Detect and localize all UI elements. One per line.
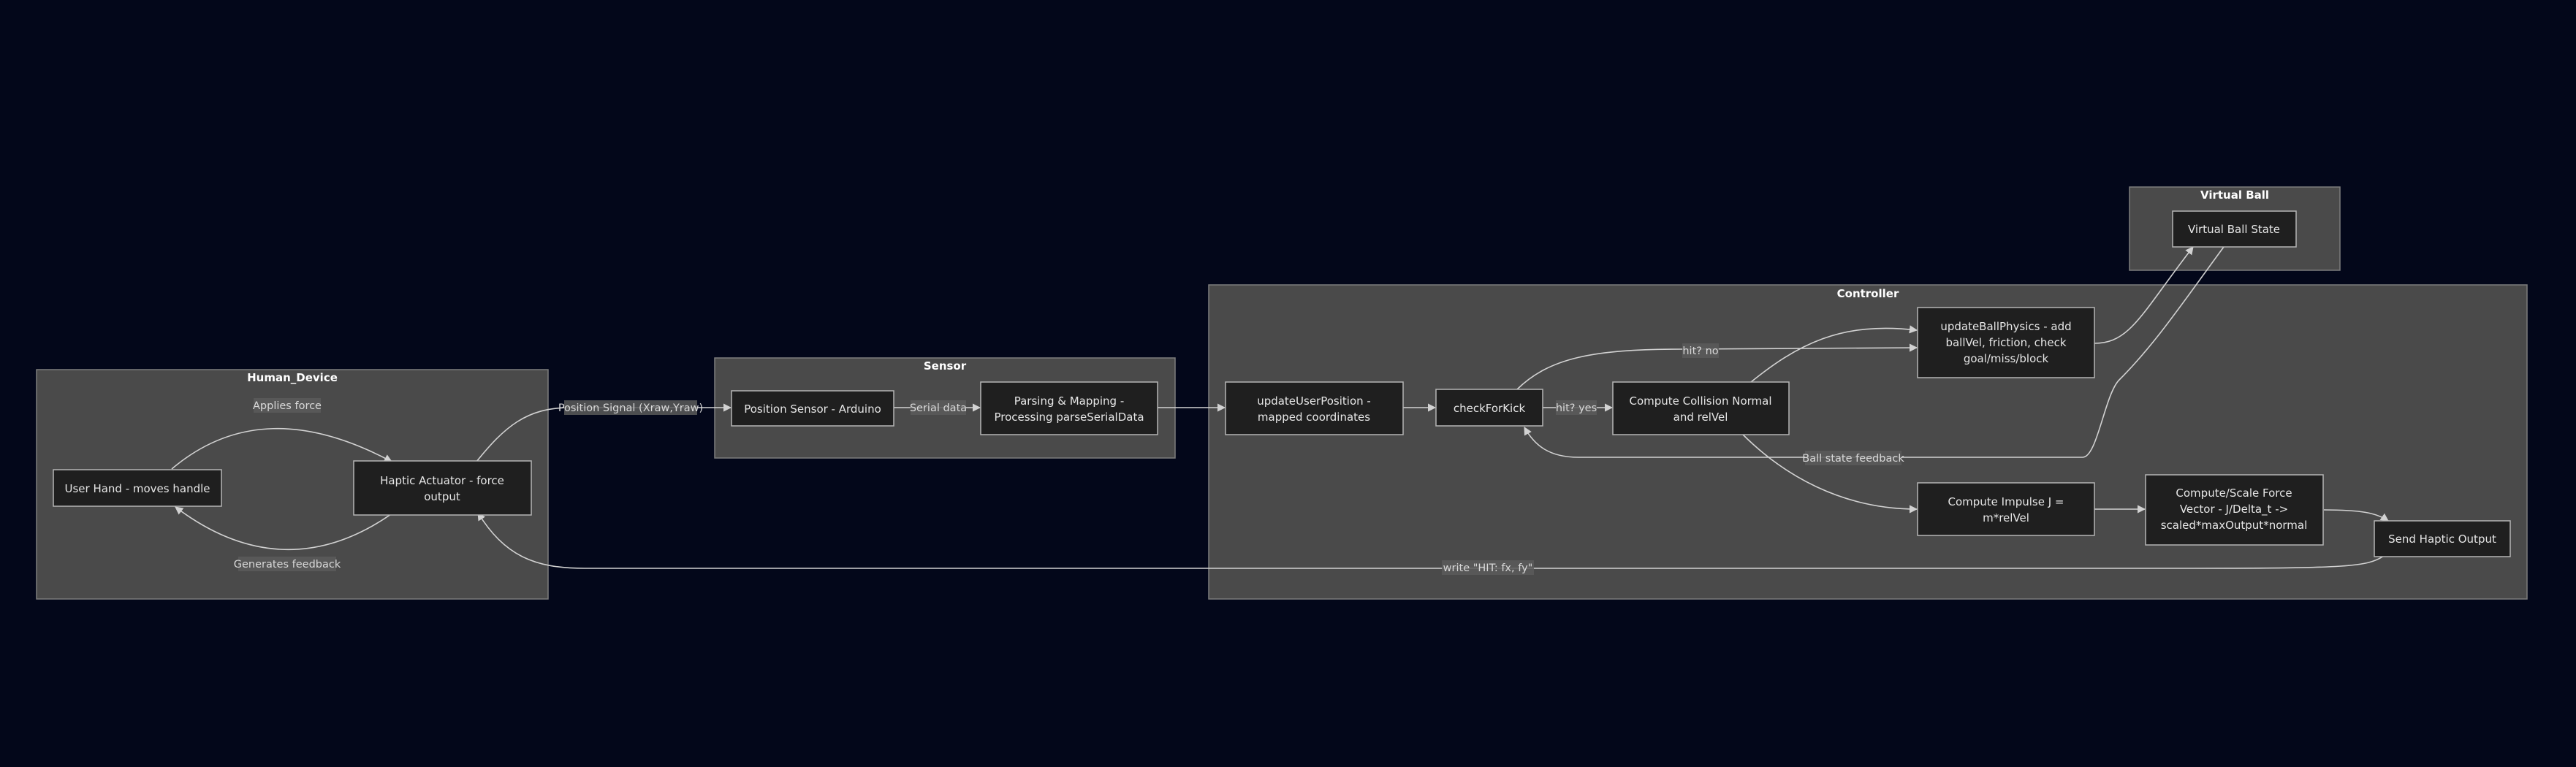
edge-label-position-signal: Position Signal (Xraw,Yraw): [558, 402, 703, 414]
node-send-haptic-output[interactable]: Send Haptic Output: [2374, 520, 2511, 557]
edge-force-to-send: [2323, 509, 2389, 522]
node-compute-scale-force[interactable]: Compute/Scale Force Vector - J/Delta_t -…: [2145, 474, 2324, 546]
node-update-ball-physics-line-3: goal/miss/block: [1964, 352, 2049, 365]
node-virtual-ball-state[interactable]: Virtual Ball State: [2172, 210, 2297, 248]
edge-label-serial-data: Serial data: [910, 402, 967, 414]
edge-hit-no: [1516, 343, 1918, 390]
edge-label-generates-feedback: Generates feedback: [234, 559, 341, 571]
edge-label-ball-state-feedback: Ball state feedback: [1802, 453, 1904, 465]
edge-label-hit-yes: hit? yes: [1556, 402, 1597, 414]
node-position-sensor-line-1: Position Sensor - Arduino: [744, 402, 881, 416]
node-compute-collision-line-2: and relVel: [1673, 411, 1728, 424]
node-compute-impulse-line-1: Compute Impulse J =: [1948, 495, 2064, 508]
node-check-for-kick-line-1: checkForKick: [1454, 402, 1526, 415]
node-haptic-actuator[interactable]: Haptic Actuator - force output: [353, 460, 532, 516]
node-compute-scale-force-line-3: scaled*maxOutput*normal: [2161, 519, 2308, 532]
node-parsing-mapping-line-1: Parsing & Mapping -: [1014, 394, 1125, 408]
edge-collision-to-physics: [1746, 325, 1918, 386]
node-virtual-ball-state-line-1: Virtual Ball State: [2188, 223, 2280, 236]
node-parsing-mapping-line-2: Processing parseSerialData: [994, 411, 1144, 424]
node-update-user-position-line-1: updateUserPosition -: [1257, 394, 1371, 408]
node-update-user-position-line-2: mapped coordinates: [1258, 411, 1370, 424]
edge-position-signal: [476, 403, 732, 462]
node-update-ball-physics[interactable]: updateBallPhysics - add ballVel, frictio…: [1917, 307, 2095, 378]
edge-write-hit: [477, 512, 2385, 569]
node-update-ball-physics-line-2: ballVel, friction, check: [1945, 336, 2066, 349]
edge-applies-force: [171, 427, 392, 470]
node-compute-impulse[interactable]: Compute Impulse J = m*relVel: [1917, 482, 2095, 536]
edge-ball-state-feedback: [1524, 246, 2224, 458]
node-compute-scale-force-line-1: Compute/Scale Force: [2176, 486, 2292, 500]
node-send-haptic-output-line-1: Send Haptic Output: [2388, 533, 2496, 546]
edge-generates-feedback: [175, 506, 392, 551]
node-user-hand-line-1: User Hand - moves handle: [64, 482, 210, 495]
edge-physics-to-ball: [2094, 246, 2194, 344]
node-haptic-actuator-line-2: output: [424, 490, 460, 503]
cluster-title-controller: Controller: [1837, 287, 1899, 300]
node-compute-scale-force-line-2: Vector - J/Delta_t ->: [2180, 503, 2288, 516]
edge-label-write-hit: write "HIT: fx, fy": [1443, 562, 1533, 574]
cluster-controller: Controller: [1208, 284, 2528, 600]
node-position-sensor[interactable]: Position Sensor - Arduino: [731, 390, 894, 427]
cluster-title-sensor: Sensor: [924, 359, 967, 373]
edge-label-hit-no: hit? no: [1682, 346, 1718, 357]
node-compute-collision[interactable]: Compute Collision Normal and relVel: [1612, 381, 1790, 435]
cluster-title-virtual-ball: Virtual Ball: [2200, 188, 2269, 202]
node-compute-collision-line-1: Compute Collision Normal: [1629, 394, 1771, 408]
node-user-hand[interactable]: User Hand - moves handle: [53, 469, 222, 507]
cluster-title-human-device: Human_Device: [247, 371, 338, 384]
node-update-user-position[interactable]: updateUserPosition - mapped coordinates: [1225, 381, 1404, 435]
edge-label-applies-force: Applies force: [253, 400, 322, 412]
node-compute-impulse-line-2: m*relVel: [1983, 511, 2029, 524]
node-update-ball-physics-line-1: updateBallPhysics - add: [1940, 320, 2071, 333]
edge-collision-to-impulse: [1741, 433, 1918, 514]
node-haptic-actuator-line-1: Haptic Actuator - force: [380, 474, 504, 487]
edge-labels: Applies force Generates feedback Positio…: [234, 343, 1904, 575]
node-parsing-mapping[interactable]: Parsing & Mapping - Processing parseSeri…: [980, 381, 1158, 435]
node-check-for-kick[interactable]: checkForKick: [1435, 389, 1543, 427]
